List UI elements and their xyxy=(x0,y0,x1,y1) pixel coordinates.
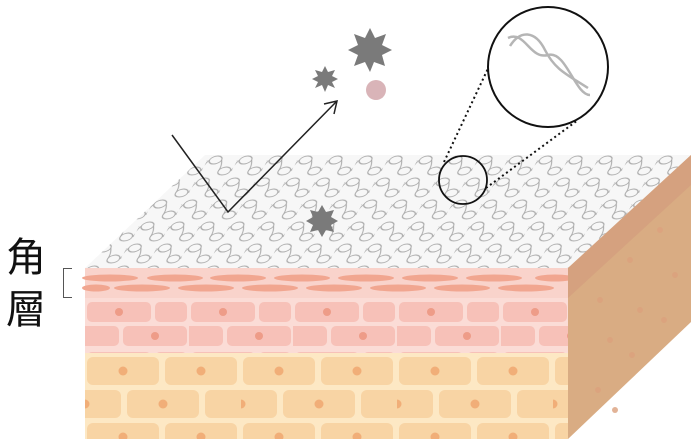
layer-bracket xyxy=(63,268,72,298)
spinous-layer xyxy=(85,298,568,353)
dotted-line-left xyxy=(443,59,493,163)
basal-layer xyxy=(85,353,568,439)
ceramide-strand-icon xyxy=(507,33,591,97)
stratum-corneum-label: 角 層 xyxy=(4,232,48,336)
flat-cells xyxy=(82,274,575,292)
surface-mesh xyxy=(85,155,691,268)
irritant-large-icon xyxy=(348,28,392,72)
magnified-view-circle xyxy=(487,6,609,128)
reflection-arrow xyxy=(171,101,337,214)
stratum-corneum-layer xyxy=(85,268,568,298)
irritant-small-icon xyxy=(312,66,338,92)
particle-icon xyxy=(366,80,386,100)
dotted-line-right xyxy=(485,119,579,189)
arrow-head xyxy=(323,99,339,115)
magnify-target-circle xyxy=(438,155,488,205)
irritant-surface-icon xyxy=(306,205,338,237)
skin-side-face xyxy=(568,155,691,439)
side-face-top-band xyxy=(568,155,691,298)
label-char-2: 層 xyxy=(6,287,46,333)
label-char-1: 角 xyxy=(6,235,46,281)
side-face-cells xyxy=(595,227,678,413)
